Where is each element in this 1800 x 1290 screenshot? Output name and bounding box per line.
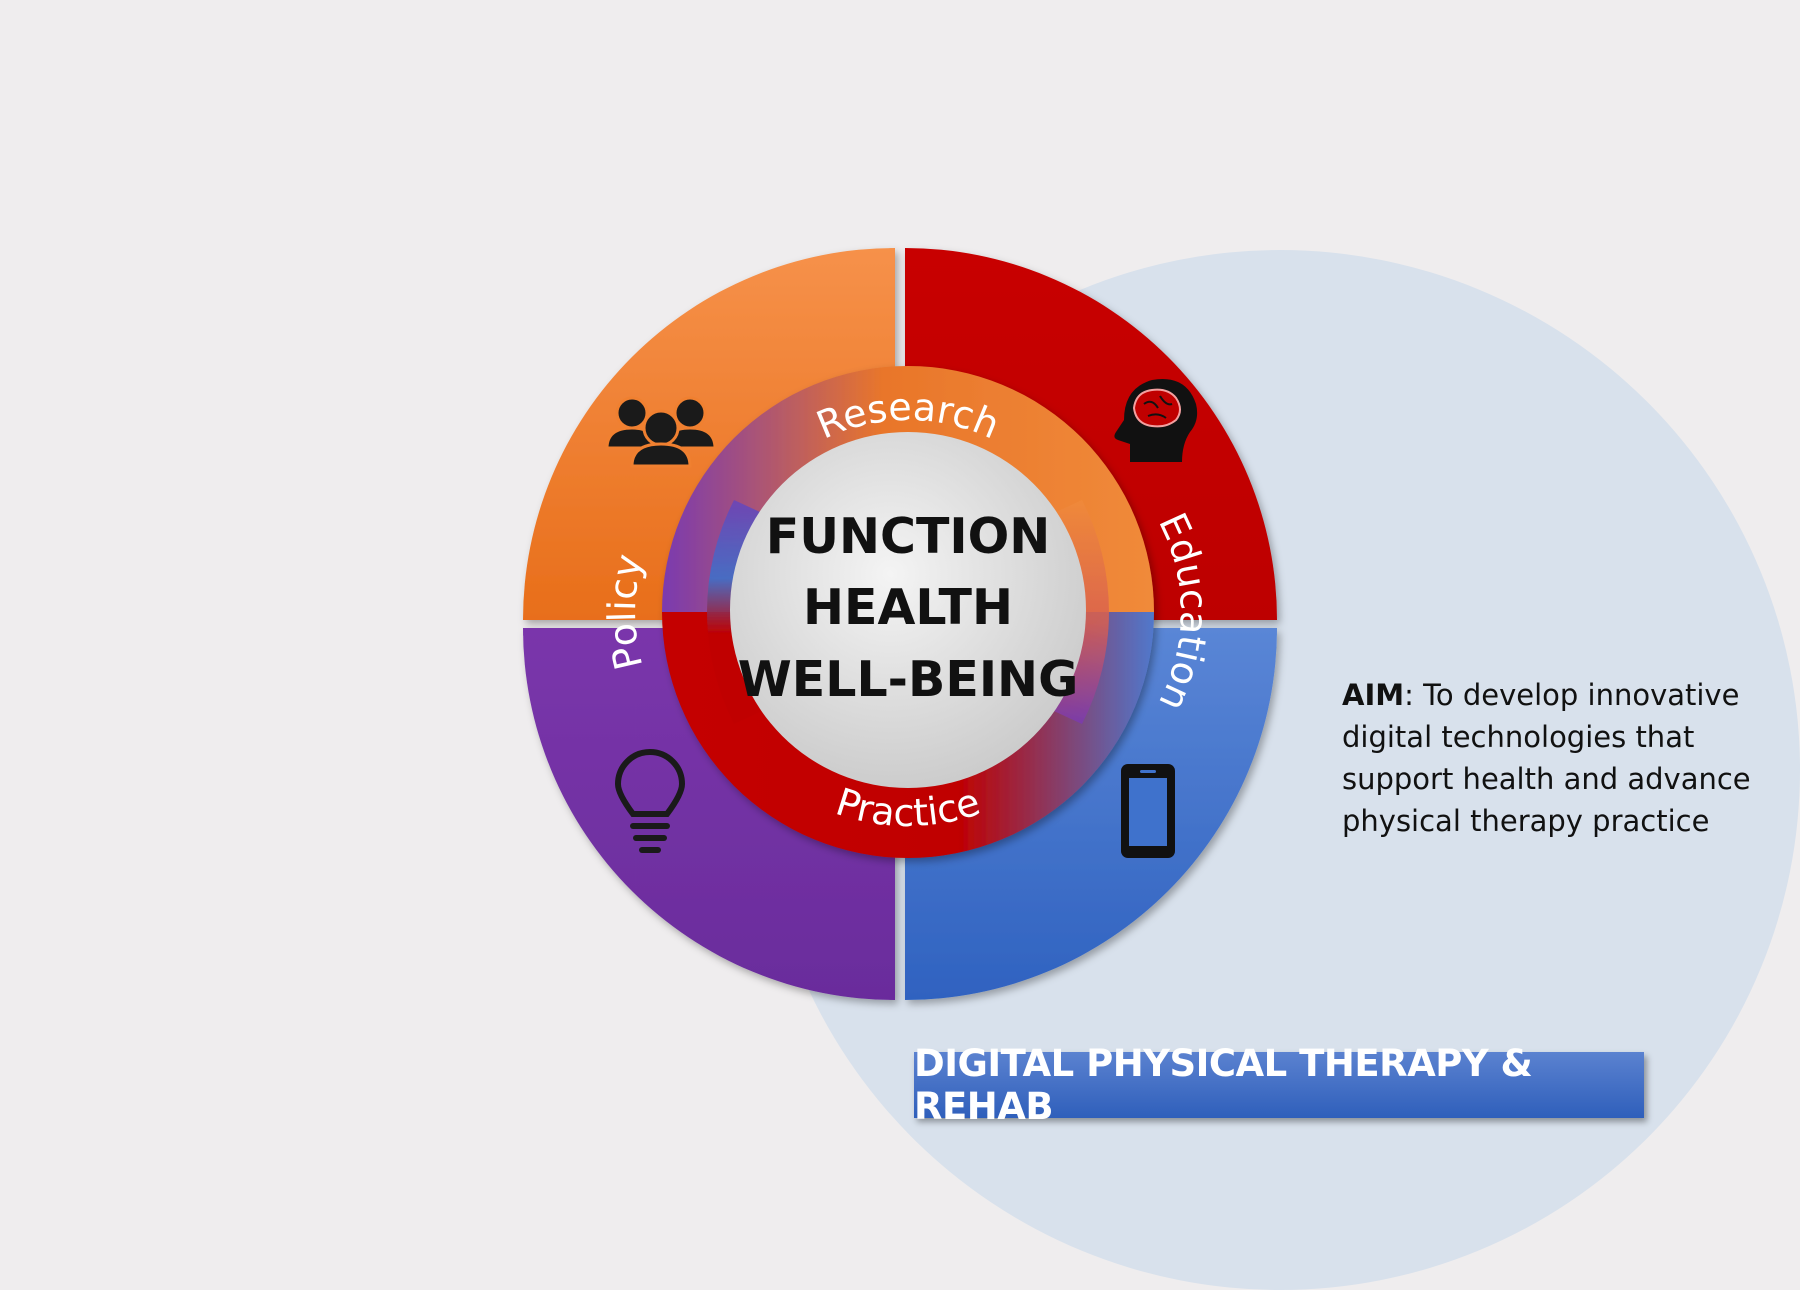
wheel-diagram: FUNCTION HEALTH WELL-BEING Research Educ… xyxy=(523,248,1277,1000)
center-title-function: FUNCTION xyxy=(766,508,1051,565)
program-banner: DIGITAL PHYSICAL THERAPY & REHAB xyxy=(914,1042,1644,1128)
smartphone-icon xyxy=(1121,764,1175,858)
banner-title: DIGITAL PHYSICAL THERAPY & REHAB xyxy=(914,1042,1533,1128)
aim-statement: AIM: To develop innovative digital techn… xyxy=(1342,674,1762,842)
aim-label: AIM xyxy=(1342,678,1405,712)
svg-text:Policy: Policy xyxy=(600,550,651,674)
aim-text: : To develop innovative digital technolo… xyxy=(1342,678,1751,838)
center-disc xyxy=(730,432,1086,788)
people-group-icon xyxy=(605,396,717,468)
center-title-health: HEALTH xyxy=(803,579,1013,636)
brain-head-icon xyxy=(1114,379,1198,462)
center-title-wellbeing: WELL-BEING xyxy=(738,651,1079,708)
lightbulb-icon xyxy=(614,749,686,853)
ring-label-policy: Policy xyxy=(600,550,651,674)
